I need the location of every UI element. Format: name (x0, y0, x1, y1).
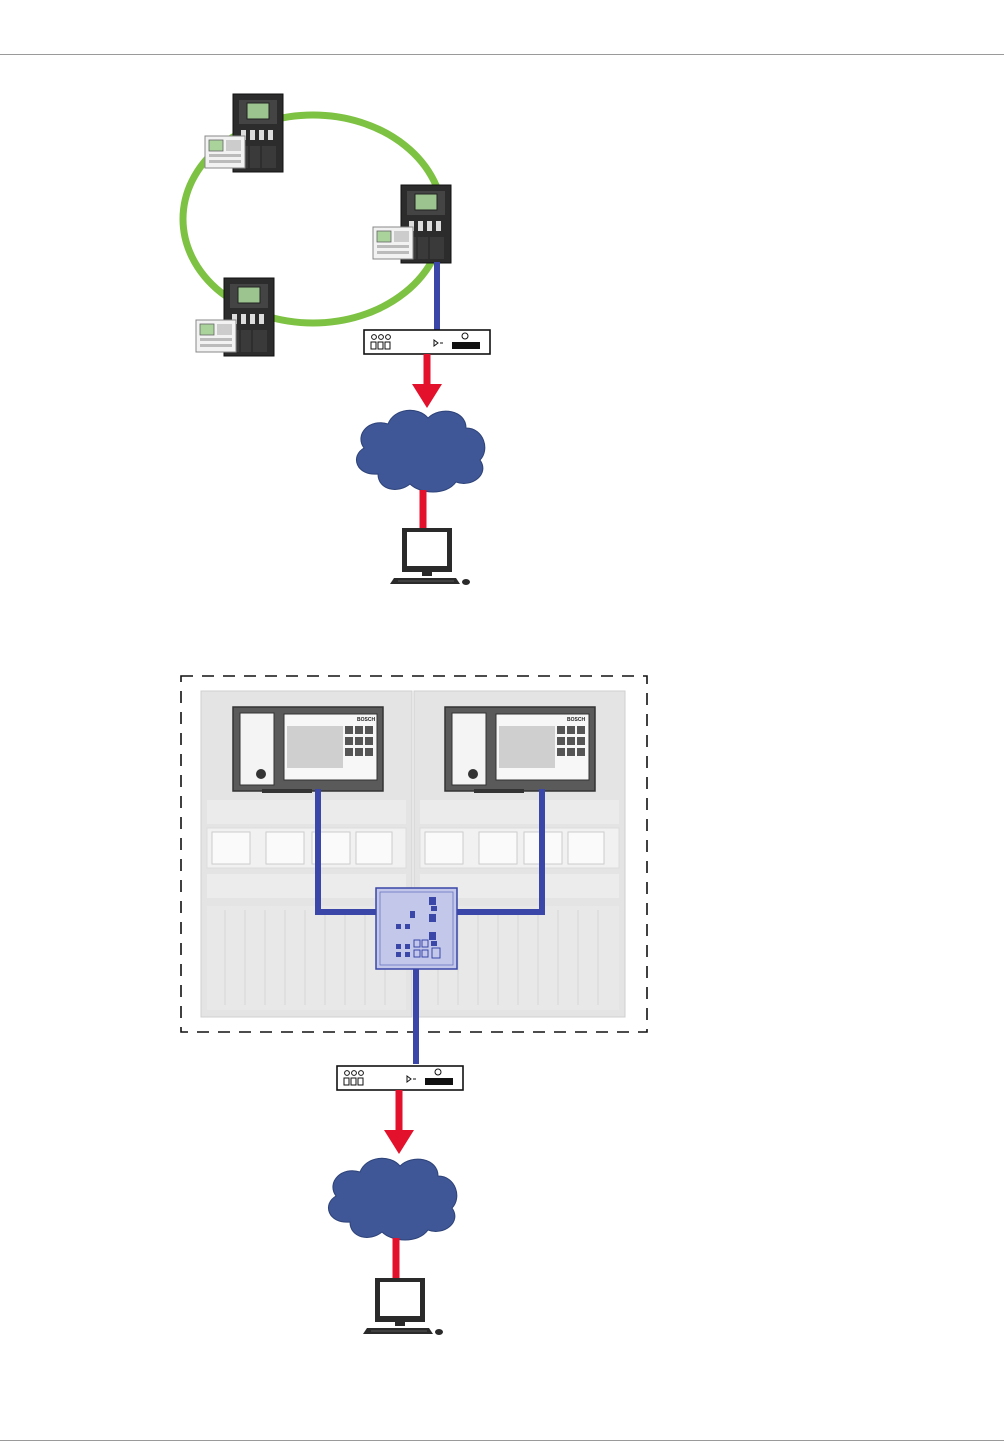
computer-icon (363, 1278, 443, 1335)
fire-panel-icon (205, 94, 283, 172)
ethernet-switch-icon (376, 888, 457, 969)
wan-arrow (412, 354, 442, 408)
computer-icon (390, 528, 470, 585)
wan-arrow (384, 1090, 414, 1154)
fire-panel-icon (373, 185, 451, 263)
panel-brand-label: BOSCH (567, 717, 585, 723)
router-icon (337, 1066, 463, 1090)
figure-1-ring-network (183, 94, 490, 585)
cloud-icon (328, 1158, 456, 1240)
router-icon (364, 330, 490, 354)
figure-2-cabinet-network: BOSCH (181, 676, 647, 1335)
cloud-icon (356, 410, 484, 492)
panel-brand-label: BOSCH (357, 717, 375, 723)
fire-panel-icon (196, 278, 274, 356)
